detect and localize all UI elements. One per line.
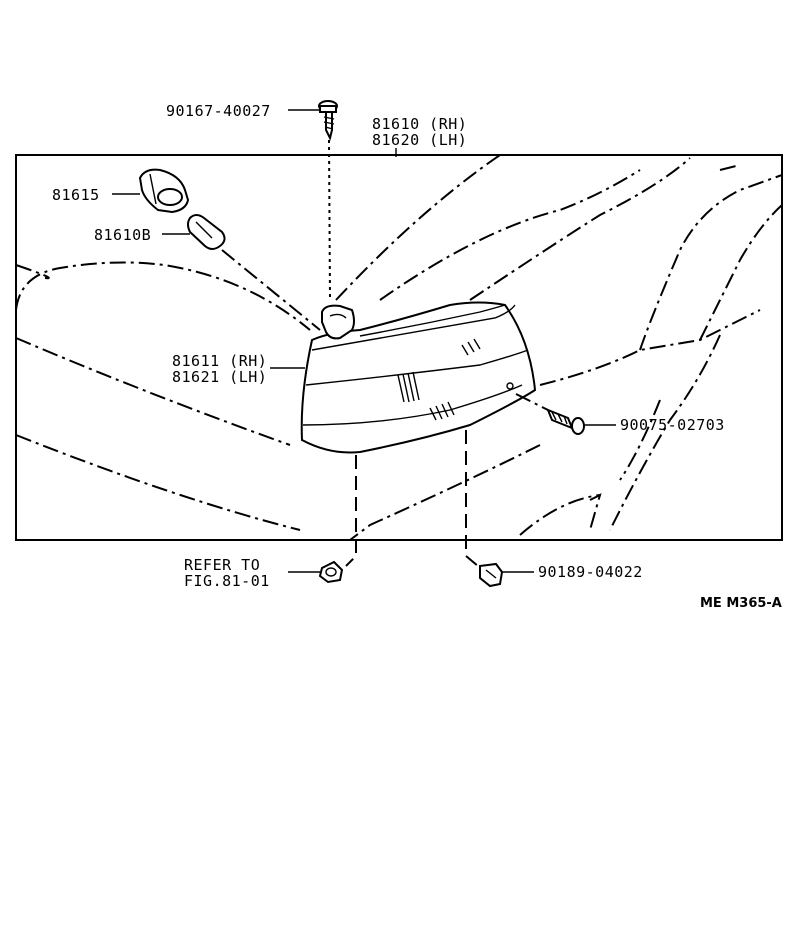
label-bulb: 81610B [94,226,151,244]
leader-lines [112,109,616,573]
lamp-assembly [300,301,537,454]
label-clip: 90189-04022 [538,563,643,581]
label-refer-line1: REFER TO [184,556,260,574]
bulb-icon [187,214,226,250]
diagram-frame [15,154,783,541]
label-lamp-assy-rh: 81610 (RH) [372,115,467,133]
label-screw-top: 90167-40027 [166,102,271,120]
label-lens-rh: 81611 (RH) [172,352,267,370]
nut-icon [318,560,344,584]
screw-right-icon [546,408,585,435]
screw-top-icon [318,100,338,141]
label-lamp-assy-lh: 81620 (LH) [372,131,467,149]
vehicle-body-outline [15,154,783,541]
lens-ribs [397,338,481,421]
label-lens-lh: 81621 (LH) [172,368,267,386]
label-socket: 81615 [52,186,100,204]
label-refer-line2: FIG.81-01 [184,572,270,590]
label-screw-right: 90075-02703 [620,416,725,434]
socket-icon [138,168,190,214]
label-drawing-code: ME M365-A [700,596,782,611]
clip-icon [479,562,504,588]
